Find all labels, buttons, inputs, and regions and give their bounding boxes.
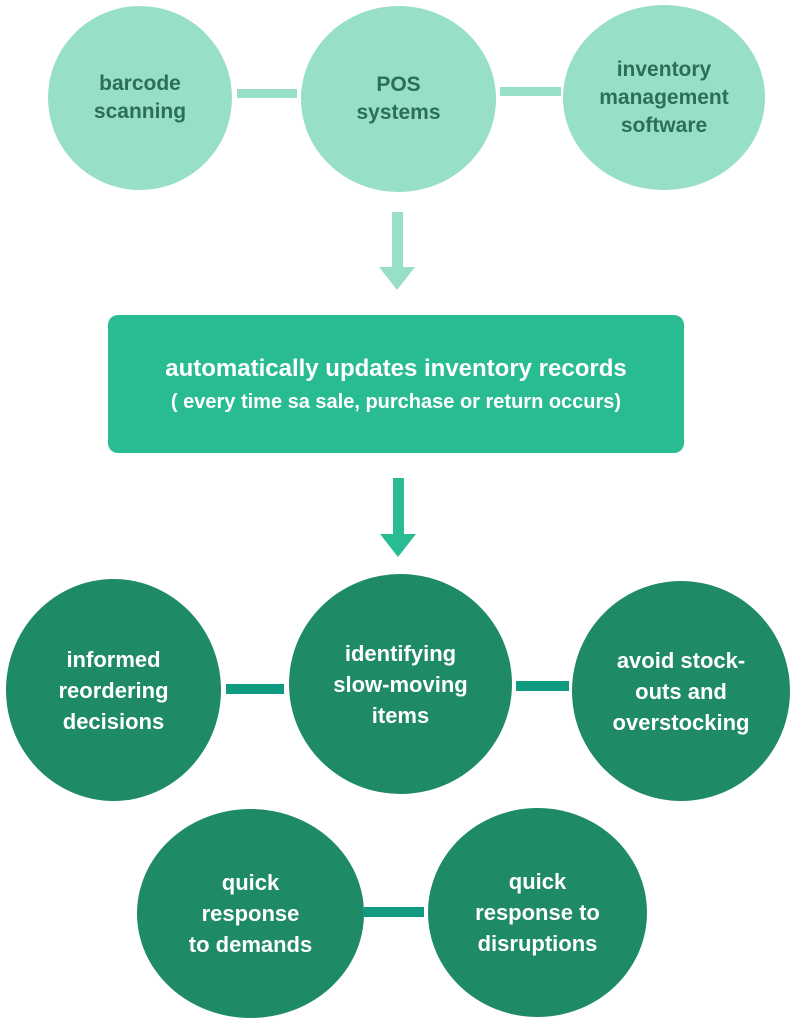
node-label: quick response to demands [188, 870, 313, 957]
arrow-down-icon [379, 267, 415, 290]
node-label: inventory management software [599, 57, 729, 137]
arrow-down-icon [380, 534, 416, 557]
node-pos-systems: POS systems [301, 6, 496, 192]
node-barcode-scanning: barcode scanning [48, 6, 232, 190]
node-quick-response-disruptions: quick response to disruptions [428, 808, 647, 1017]
process-box: automatically updates inventory records … [108, 315, 684, 453]
process-title: automatically updates inventory records [165, 354, 627, 382]
node-informed-reordering-decisions: informed reordering decisions [6, 579, 221, 801]
node-label: quick response to disruptions [475, 869, 600, 956]
connector-line [237, 89, 297, 98]
node-label: identifying slow-moving items [333, 640, 468, 728]
node-label: informed reordering decisions [58, 646, 169, 734]
node-identifying-slow-moving-items: identifying slow-moving items [289, 574, 512, 794]
node-label: avoid stock- outs and overstocking [612, 647, 750, 735]
connector-line [364, 907, 424, 917]
arrow-down-icon [392, 212, 403, 268]
node-avoid-stockouts-overstocking: avoid stock- outs and overstocking [572, 581, 790, 801]
node-inventory-management-software: inventory management software [563, 5, 765, 190]
connector-line [516, 681, 569, 691]
node-label: POS systems [356, 73, 441, 124]
connector-line [500, 87, 561, 96]
arrow-down-icon [393, 478, 404, 535]
node-label: barcode scanning [93, 72, 187, 123]
connector-line [226, 684, 284, 694]
node-quick-response-demands: quick response to demands [137, 809, 364, 1018]
process-subtitle: ( every time sa sale, purchase or return… [170, 390, 622, 413]
